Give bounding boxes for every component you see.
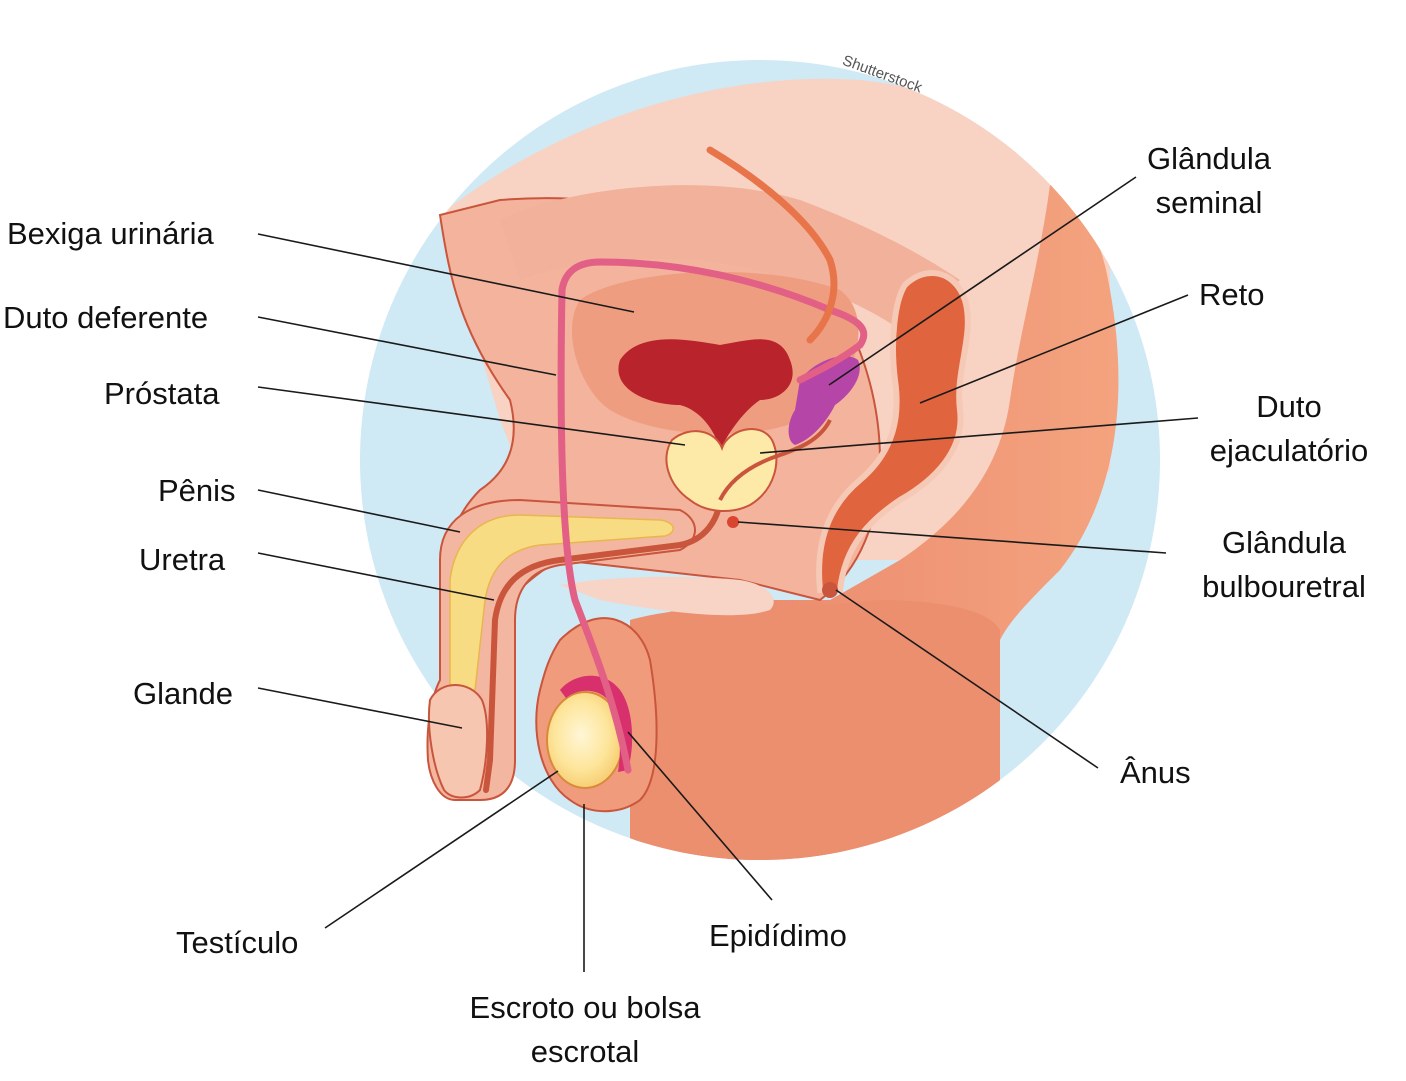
label-glandula-seminal-line2: seminal <box>1155 185 1263 220</box>
bladder-lumen <box>618 339 793 450</box>
leader-bexiga <box>257 233 635 313</box>
anus-shape <box>822 582 838 598</box>
leader-prostata <box>257 386 686 446</box>
label-glandula-bulbouretral: Glândula bulbouretral <box>1178 521 1390 609</box>
leader-lines <box>257 176 1199 972</box>
label-testiculo: Testículo <box>176 925 299 960</box>
thigh <box>630 600 1000 860</box>
label-glandula-bulbouretral-line2: bulbouretral <box>1202 569 1366 604</box>
label-duto-deferente: Duto deferente <box>3 300 209 335</box>
label-duto-ejaculatorio-line1: Duto <box>1256 389 1322 424</box>
pelvic-cavity <box>500 185 960 330</box>
vas-deferens-shape <box>557 258 868 774</box>
label-prostata: Próstata <box>104 376 220 411</box>
leader-testiculo <box>324 770 559 929</box>
corpus-cavernosum <box>449 514 674 702</box>
label-anus: Ânus <box>1120 755 1191 790</box>
label-epididimo: Epidídimo <box>709 918 847 953</box>
label-bexiga-urinaria: Bexiga urinária <box>7 216 214 251</box>
leader-glande <box>257 687 463 729</box>
label-penis: Pênis <box>158 473 236 508</box>
label-glandula-seminal: Glândula seminal <box>1118 137 1300 225</box>
urethra-shape <box>483 497 723 793</box>
label-escroto: Escroto ou bolsa escrotal <box>444 986 726 1074</box>
leader-epididimo <box>627 731 773 901</box>
prostate-shape <box>665 428 778 512</box>
leader-anus <box>835 589 1099 769</box>
leader-reto <box>919 294 1189 404</box>
bulbourethral-gland-shape <box>727 516 739 528</box>
label-duto-ejaculatorio-line2: ejaculatório <box>1209 433 1369 468</box>
glans-shape <box>427 684 489 799</box>
leader-glandula-bulbo <box>737 521 1167 554</box>
ejaculatory-duct-shape <box>718 419 832 501</box>
label-glandula-bulbouretral-line1: Glândula <box>1221 525 1347 560</box>
label-glandula-seminal-line1: Glândula <box>1146 141 1272 176</box>
leader-penis <box>257 489 461 533</box>
leader-duto-ejaculatorio <box>759 417 1199 454</box>
label-uretra: Uretra <box>139 542 226 577</box>
bulb-channel <box>560 576 774 616</box>
leader-glandula-seminal <box>828 176 1137 386</box>
ureter-shape <box>706 146 838 344</box>
label-reto: Reto <box>1199 277 1265 312</box>
label-escroto-line2: escrotal <box>530 1034 640 1069</box>
leader-uretra <box>257 552 495 601</box>
leader-duto-deferente <box>257 316 557 376</box>
label-escroto-line1: Escroto ou bolsa <box>469 990 701 1025</box>
penis-shaft <box>426 498 696 801</box>
label-glande: Glande <box>133 676 233 711</box>
rectum-shape <box>816 270 971 593</box>
label-duto-ejaculatorio: Duto ejaculatório <box>1188 385 1390 473</box>
